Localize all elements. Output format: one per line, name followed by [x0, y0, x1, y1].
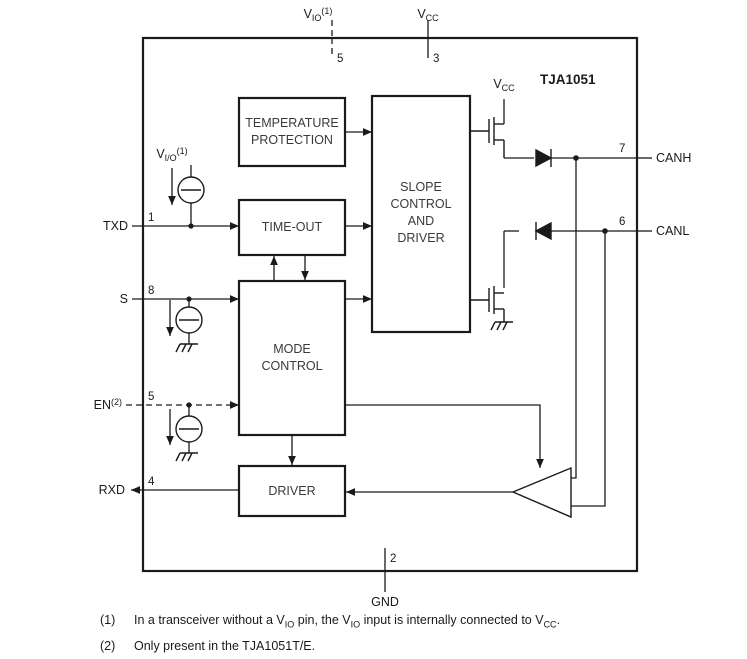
- wire-canl-to-comparator: [571, 231, 606, 507]
- block-temperature-protection: [237, 96, 347, 168]
- rxd-pin-number: 4: [148, 476, 155, 488]
- block-slope-control-and-driver: [370, 94, 472, 334]
- pin-label-rxd: RXD: [99, 483, 125, 497]
- pin-label-txd: TXD: [103, 219, 128, 233]
- wire-canh-to-comparator: [571, 158, 577, 479]
- canl-pin-number: 6: [619, 216, 625, 228]
- s-pin-number: 8: [148, 285, 154, 297]
- canh-series-diode-symbol: [535, 148, 553, 168]
- block-time-out: [237, 198, 347, 257]
- gnd-label: GND: [371, 595, 399, 609]
- canh-pin-number: 7: [619, 143, 625, 155]
- block-time-out-label: TIME-OUT: [262, 220, 323, 234]
- block-mode-control-line1: MODE: [273, 342, 311, 356]
- low-side-mosfet-symbol: [470, 286, 505, 322]
- vcc-top-pin-number: 3: [433, 53, 439, 65]
- ic-boundary-rect: [141, 36, 639, 573]
- txd-pin-number: 1: [148, 212, 154, 224]
- pin-label-canh: CANH: [656, 151, 691, 165]
- footnote-2-number: (2): [100, 638, 116, 653]
- vio-top-label: VIO(1): [304, 6, 333, 23]
- footnote-1-number: (1): [100, 613, 116, 627]
- en-pin-number: 5: [148, 391, 154, 403]
- block-mode-control-line2: CONTROL: [261, 359, 322, 373]
- vcc-top-label: VCC: [417, 7, 439, 23]
- footnote-1: (1) In a transceiver without a VIO pin, …: [100, 610, 700, 636]
- receiver-comparator-symbol: [511, 466, 572, 519]
- canl-series-diode-symbol: [534, 221, 552, 241]
- vio-pullup-label: VI/O(1): [156, 146, 187, 163]
- block-slope-line2: CONTROL: [390, 197, 451, 211]
- block-mode-control: [237, 279, 347, 437]
- block-slope-line1: SLOPE: [400, 180, 442, 194]
- txd-junction-dot: [188, 223, 194, 229]
- block-temperature-protection-line2: PROTECTION: [251, 133, 333, 147]
- pin-label-en: EN(2): [94, 397, 122, 412]
- vio-top-pin-number: 5: [337, 53, 343, 65]
- footnote-1-text: In a transceiver without a VIO pin, the …: [134, 613, 561, 630]
- block-slope-line3: AND: [408, 214, 434, 228]
- high-side-mosfet-symbol: [470, 117, 505, 158]
- block-temperature-protection-line1: TEMPERATURE: [245, 116, 339, 130]
- pin-label-s: S: [120, 292, 128, 306]
- block-driver: [237, 464, 347, 518]
- vcc-driver-label: VCC: [493, 77, 515, 93]
- footnotes: (1) In a transceiver without a VIO pin, …: [100, 610, 700, 657]
- low-side-ground-symbol: [490, 321, 513, 331]
- block-slope-line4: DRIVER: [397, 231, 444, 245]
- part-number-label: TJA1051: [540, 72, 596, 87]
- s-ground-symbol: [175, 343, 198, 353]
- footnote-2: (2) Only present in the TJA1051T/E.: [100, 636, 700, 657]
- en-ground-symbol: [175, 452, 198, 462]
- wire-modectrl-to-comparator-enable: [345, 404, 544, 468]
- pin-label-canl: CANL: [656, 224, 689, 238]
- block-driver-label: DRIVER: [268, 484, 315, 498]
- part-number-container: TJA1051: [540, 71, 596, 89]
- footnote-2-text: Only present in the TJA1051T/E.: [134, 638, 316, 653]
- gnd-pin-number: 2: [390, 553, 396, 565]
